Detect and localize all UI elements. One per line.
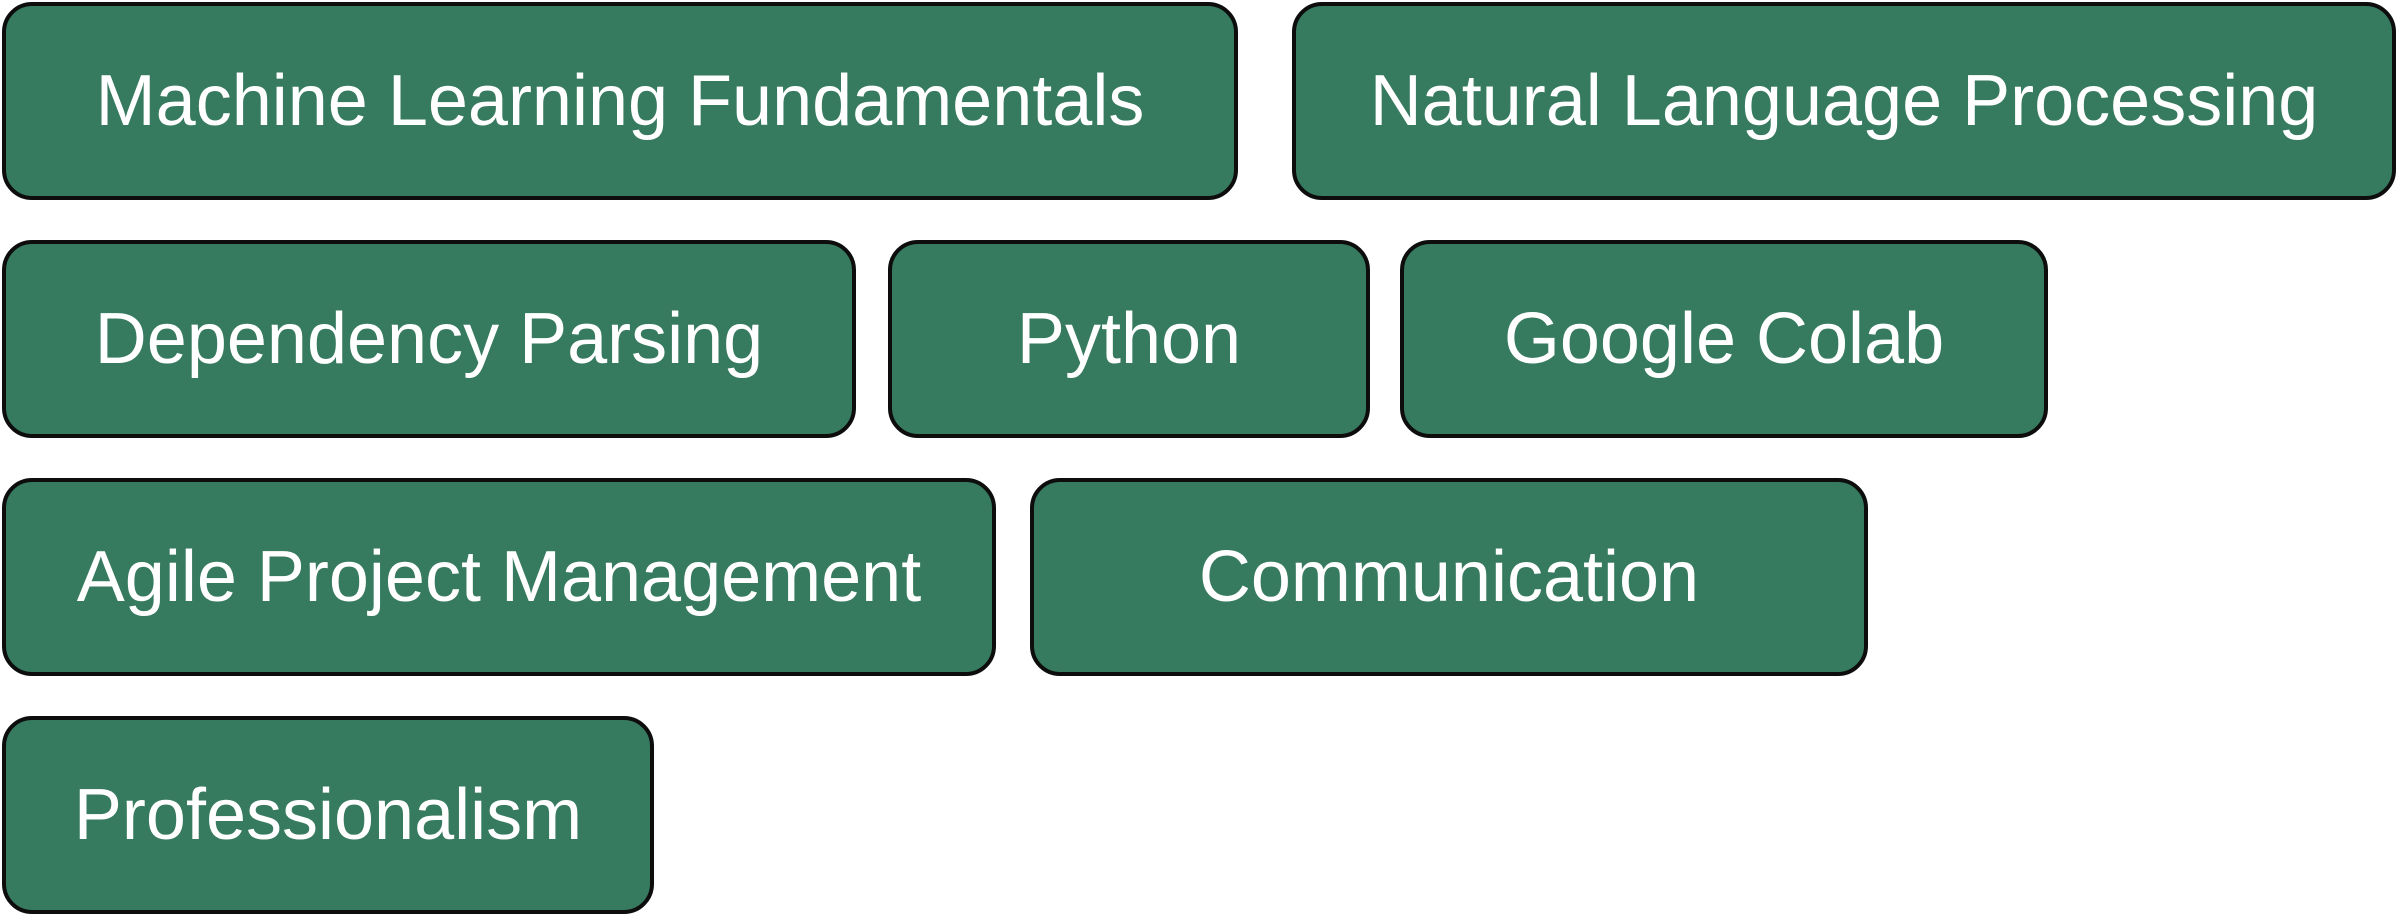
tag-label: Google Colab bbox=[1503, 299, 1945, 379]
tag-machine-learning-fundamentals: Machine Learning Fundamentals bbox=[2, 2, 1238, 200]
tag-communication: Communication bbox=[1030, 478, 1868, 676]
tag-label: Machine Learning Fundamentals bbox=[95, 61, 1145, 141]
tag-label: Natural Language Processing bbox=[1369, 61, 2319, 141]
tag-professionalism: Professionalism bbox=[2, 716, 654, 914]
tag-label: Professionalism bbox=[73, 775, 583, 855]
tag-label: Communication bbox=[1198, 537, 1700, 617]
tag-python: Python bbox=[888, 240, 1370, 438]
tag-label: Python bbox=[1016, 299, 1242, 379]
tag-label: Agile Project Management bbox=[76, 537, 922, 617]
tag-google-colab: Google Colab bbox=[1400, 240, 2048, 438]
tag-natural-language-processing: Natural Language Processing bbox=[1292, 2, 2396, 200]
tag-label: Dependency Parsing bbox=[94, 299, 764, 379]
tag-agile-project-management: Agile Project Management bbox=[2, 478, 996, 676]
tag-dependency-parsing: Dependency Parsing bbox=[2, 240, 856, 438]
